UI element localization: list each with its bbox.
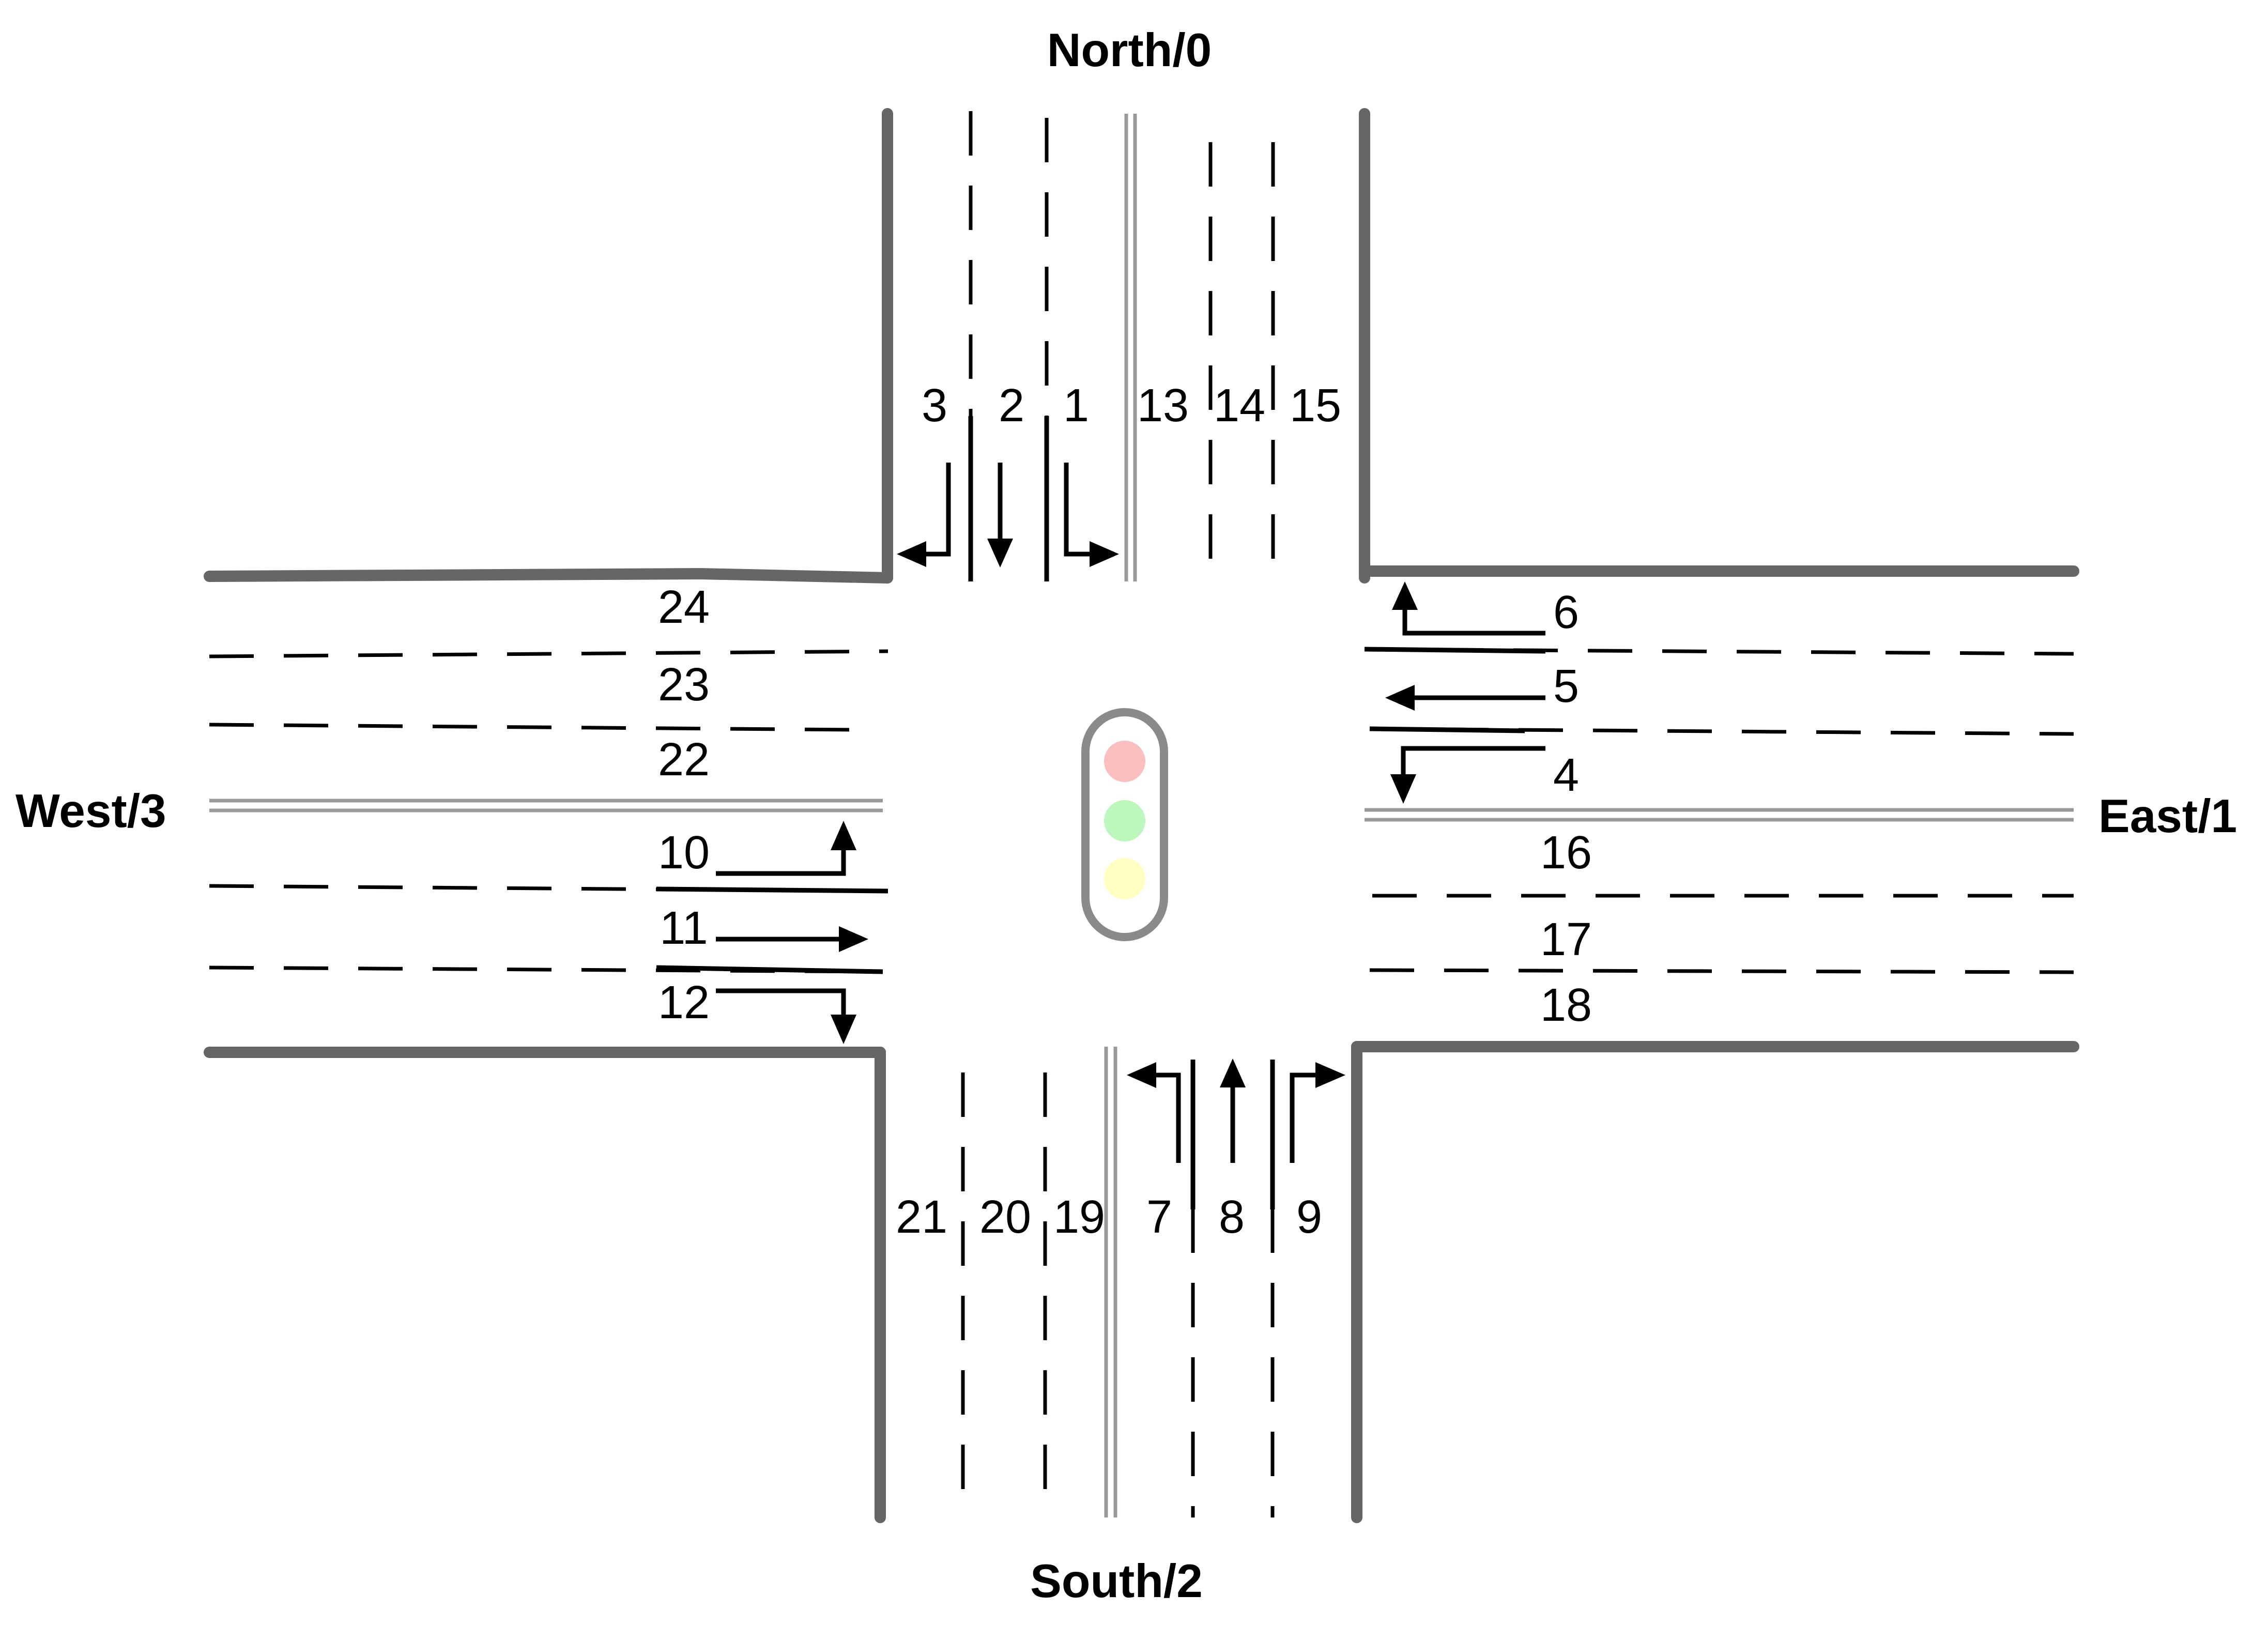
traffic-light-icon [1081, 708, 1168, 941]
arrow-north-left [897, 463, 951, 567]
arrow-east-right [1390, 746, 1545, 804]
direction-south-label: South/2 [1030, 1555, 1203, 1607]
median-east [1365, 808, 2074, 822]
direction-labels: North/0 East/1 South/2 West/3 [16, 24, 2237, 1607]
lane-label: 11 [660, 902, 708, 954]
lane-label: 6 [1553, 587, 1579, 638]
lane-label: 10 [658, 827, 710, 879]
dash-west-3 [209, 884, 888, 893]
lane-label: 19 [1053, 1191, 1105, 1243]
divider-east-2 [1369, 726, 1525, 733]
arrow-south-right [1290, 1062, 1345, 1163]
lane-label: 9 [1296, 1191, 1322, 1243]
dash-west-1 [209, 649, 888, 658]
lane-label: 14 [1214, 380, 1265, 432]
direction-east-label: East/1 [2098, 790, 2237, 842]
arrow-south-left [1127, 1062, 1181, 1163]
lane-label: 16 [1540, 827, 1592, 879]
arrow-west-straight [716, 926, 868, 952]
arrow-west-right [716, 988, 856, 1044]
green-light [1104, 800, 1145, 841]
lane-label: 12 [658, 977, 710, 1029]
lane-label: 4 [1553, 749, 1579, 801]
yellow-light [1104, 858, 1145, 899]
arrow-north-right [1064, 463, 1119, 567]
direction-north-label: North/0 [1047, 24, 1212, 76]
lane-dividers [656, 416, 1546, 1209]
lane-label: 2 [999, 380, 1024, 432]
divider-east-1 [1364, 647, 1546, 654]
lane-label: 21 [896, 1191, 947, 1243]
lane-label: 24 [658, 581, 710, 633]
lane-labels: 3 2 1 13 14 15 6 5 4 16 17 18 7 8 9 21 2… [658, 380, 1592, 1243]
lane-label: 17 [1540, 914, 1592, 965]
lane-label: 3 [922, 380, 947, 432]
turn-arrows [716, 463, 1545, 1163]
lane-label: 7 [1146, 1191, 1172, 1243]
lane-label: 18 [1540, 979, 1592, 1031]
lane-label: 13 [1137, 380, 1189, 432]
divider-west-2 [656, 965, 883, 974]
lane-label: 1 [1063, 380, 1089, 432]
dash-west-2 [209, 723, 856, 732]
lane-label: 8 [1219, 1191, 1245, 1243]
medians [209, 114, 2074, 1517]
lane-label: 23 [658, 659, 710, 711]
lane-label: 20 [979, 1191, 1031, 1243]
lane-label: 5 [1553, 661, 1579, 712]
arrow-north-straight [987, 463, 1013, 568]
lane-label: 22 [658, 734, 710, 786]
arrow-west-left [716, 821, 856, 876]
median-west [209, 799, 883, 812]
arrow-east-left [1392, 581, 1545, 636]
lane-label: 15 [1290, 380, 1341, 432]
median-south [1104, 1047, 1117, 1517]
dash-east-4 [1369, 968, 2074, 974]
arrow-south-straight [1220, 1059, 1246, 1163]
curb-west-north [204, 568, 893, 584]
median-north [1124, 114, 1137, 581]
red-light [1104, 741, 1145, 782]
curbs [204, 108, 2079, 1523]
divider-west-1 [656, 886, 888, 894]
arrow-east-straight [1385, 685, 1545, 711]
direction-west-label: West/3 [16, 785, 166, 837]
